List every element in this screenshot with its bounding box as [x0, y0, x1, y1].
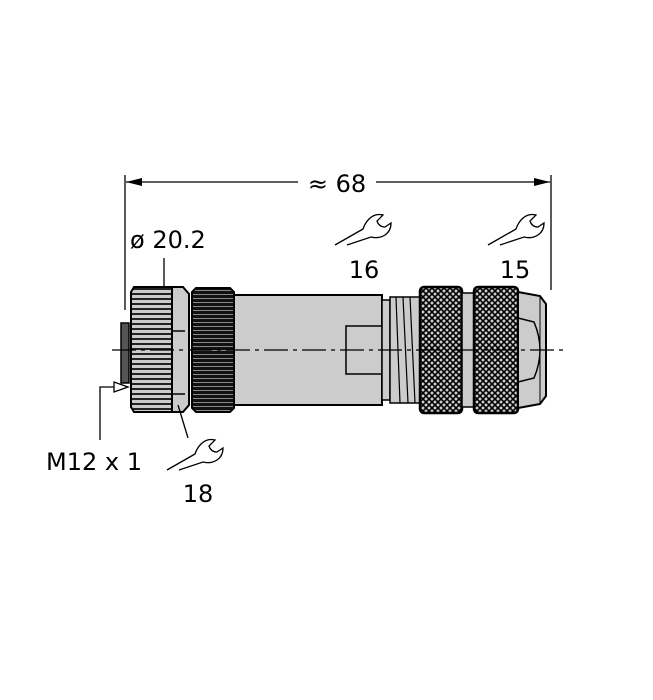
thread-annotation: M12 x 1 [46, 381, 142, 476]
diameter-label: ø 20.2 [130, 226, 206, 254]
socket-face [120, 322, 130, 384]
wrench-icon [487, 213, 545, 246]
wrench-15-label: 15 [500, 256, 531, 284]
wrench-18-label: 18 [183, 480, 214, 508]
wrench-15-annotation: 15 [487, 213, 545, 284]
wrench-icon [334, 213, 392, 246]
length-label: ≈ 68 [308, 170, 366, 198]
overall-length-dimension: ≈ 68 [124, 170, 552, 310]
dark-grip-ring [191, 287, 235, 413]
wrench-16-label: 16 [349, 256, 380, 284]
wrench-16-annotation: 16 [334, 213, 392, 284]
thread-label: M12 x 1 [46, 448, 142, 476]
wrench-icon [166, 438, 224, 471]
diameter-annotation: ø 20.2 [130, 226, 206, 288]
wrench-18-annotation: 18 [166, 404, 224, 508]
